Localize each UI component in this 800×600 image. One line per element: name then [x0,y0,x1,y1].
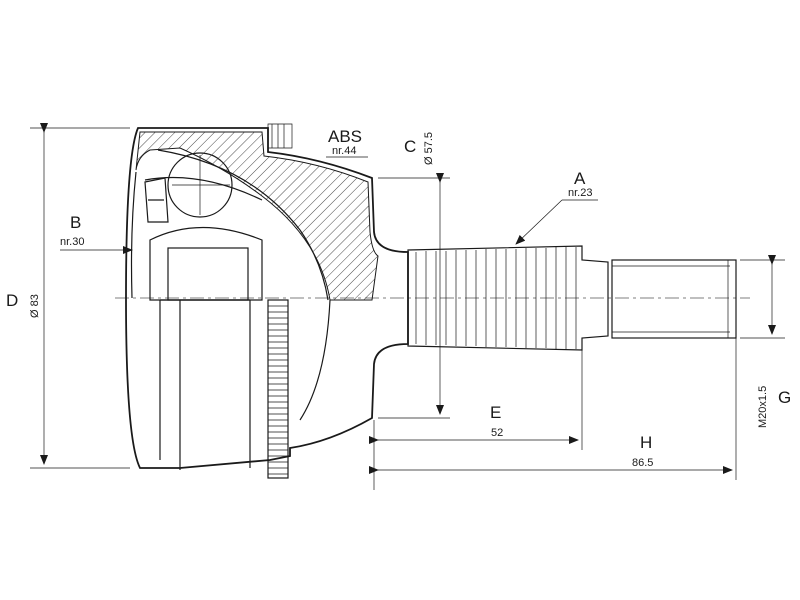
housing-lower-lines [159,299,251,470]
inner-race [149,227,263,301]
label-h: H [640,433,652,452]
label-d-value: Ø 83 [29,294,41,318]
label-c-value: Ø 57.5 [423,132,435,165]
label-d: D [6,291,18,310]
housing-inner-curve [157,149,329,301]
housing-section-hatch [135,131,379,301]
label-e: E [490,403,501,422]
abs-ring [267,123,293,479]
housing-inner-line [130,171,137,299]
label-abs: ABS [328,127,362,146]
label-a-nr: nr.23 [568,187,592,199]
label-g: G [778,388,791,407]
label-abs-nr: nr.44 [332,145,356,157]
housing-lower-curve [299,299,331,421]
label-c: C [404,137,416,156]
spline-shaft [407,245,609,351]
housing-outline [125,127,409,469]
label-b: B [70,213,81,232]
label-e-value: 52 [491,427,503,439]
threaded-end [611,259,737,339]
label-a: A [574,169,586,188]
label-h-value: 86.5 [632,457,653,469]
cage-lines [144,176,263,223]
label-g-value: M20x1.5 [757,386,769,428]
label-b-nr: nr.30 [60,236,84,248]
ball [167,152,233,218]
inner-race-body [167,247,249,301]
